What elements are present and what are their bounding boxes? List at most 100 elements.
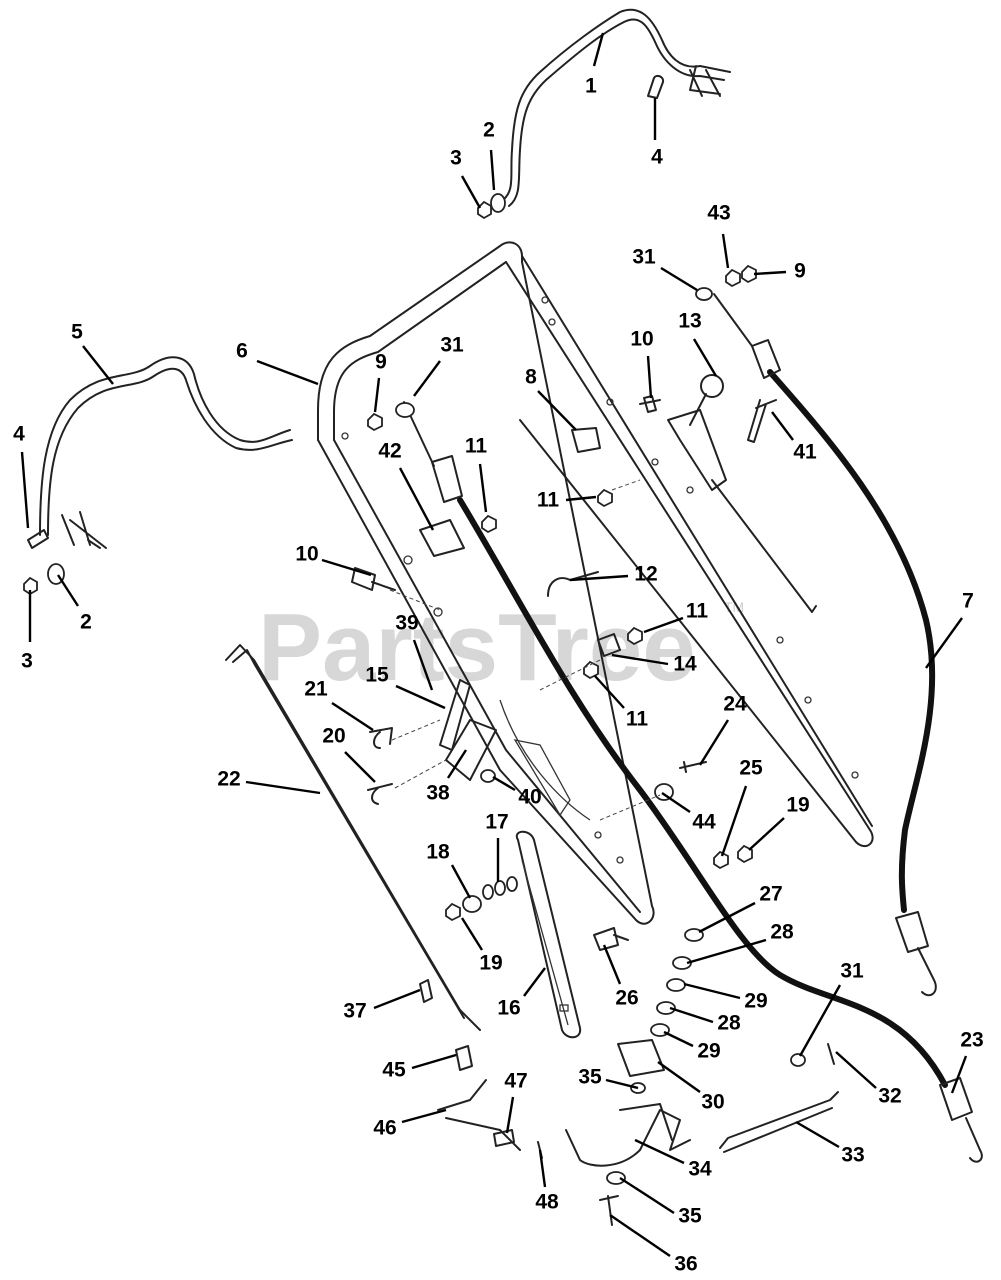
callout-leader-c24 — [698, 719, 730, 766]
callout-leader-c9a — [753, 270, 787, 276]
callout-leader-c12 — [569, 574, 629, 582]
callout-label-c33: 33 — [841, 1144, 864, 1167]
throttle-cable — [713, 293, 937, 997]
bracket-assembly — [367, 679, 707, 805]
callout-leader-c2a — [489, 149, 496, 191]
callout-label-c11a: 11 — [465, 435, 488, 458]
callout-label-c28a: 28 — [770, 921, 794, 944]
callout-leader-c40 — [492, 775, 516, 792]
washer-29a — [666, 978, 686, 992]
washer-17a — [482, 884, 494, 900]
callout-label-c29b: 29 — [697, 1040, 720, 1063]
callout-label-c9b: 9 — [375, 351, 387, 374]
callout-label-c39: 39 — [395, 612, 418, 635]
callout-leader-c39 — [412, 639, 434, 691]
misc-hardware — [367, 264, 777, 680]
callout-label-c6: 6 — [236, 340, 248, 363]
left-bail-wire — [27, 356, 293, 549]
washer-35b — [606, 1171, 626, 1185]
callout-label-c15: 15 — [365, 664, 389, 687]
spacer — [462, 895, 482, 913]
callout-label-c43: 43 — [707, 202, 730, 225]
callout-label-c18: 18 — [426, 841, 450, 864]
left-nut — [23, 576, 38, 596]
callout-label-c10a: 10 — [630, 328, 653, 351]
callout-label-c35a: 35 — [578, 1066, 602, 1089]
callout-label-c3b: 3 — [21, 650, 33, 673]
callout-leader-c1 — [592, 32, 605, 67]
callout-label-c19b: 19 — [479, 952, 502, 975]
callout-leader-c26 — [602, 944, 622, 985]
callout-label-c27: 27 — [759, 883, 782, 906]
bracket-34 — [565, 1109, 691, 1167]
callout-leader-c45 — [411, 1053, 457, 1070]
callout-leader-c11a — [478, 463, 488, 513]
callout-label-c5: 5 — [71, 321, 83, 344]
callout-leader-c6 — [256, 359, 319, 386]
callout-label-c21: 21 — [304, 678, 328, 701]
callout-leader-c31a — [660, 266, 698, 292]
pin-32 — [827, 1043, 835, 1065]
callout-label-c2b: 2 — [80, 611, 92, 634]
callout-leader-c38 — [446, 749, 468, 779]
callout-leader-c28a — [686, 938, 767, 965]
bolt-left — [351, 567, 396, 591]
bolt-26 — [593, 927, 629, 951]
callout-label-c46: 46 — [373, 1117, 396, 1140]
callout-leader-c2b — [56, 574, 80, 607]
top-nut — [477, 200, 492, 220]
callout-label-c16: 16 — [497, 997, 520, 1020]
callout-leader-c16 — [523, 967, 546, 997]
upper-bail-wire — [502, 8, 731, 207]
callout-leader-c4b — [20, 451, 30, 529]
nut-25 — [713, 850, 729, 870]
callout-leader-c18 — [450, 864, 472, 899]
bracket-34-b — [619, 1103, 673, 1141]
washer-31c — [790, 1053, 806, 1067]
callout-label-c14: 14 — [673, 653, 697, 676]
callout-leader-c37 — [373, 988, 421, 1010]
clip-37 — [419, 979, 433, 1003]
nut-19-left — [445, 902, 461, 922]
callout-leader-c46 — [401, 1108, 447, 1124]
callout-label-c38: 38 — [426, 782, 450, 805]
callout-leader-c14 — [611, 653, 669, 666]
callout-label-c32: 32 — [878, 1085, 901, 1108]
callout-leader-c9b — [373, 377, 381, 413]
callout-leader-c10b — [321, 558, 372, 577]
callout-label-c24: 24 — [723, 693, 747, 716]
callout-leader-c34 — [634, 1138, 685, 1165]
callout-leader-c20 — [344, 751, 376, 783]
control-rod-2 — [232, 649, 465, 1019]
callout-label-c22: 22 — [217, 768, 240, 791]
control-rod — [225, 644, 481, 1031]
callout-label-c9a: 9 — [794, 260, 806, 283]
callout-label-c1: 1 — [585, 75, 597, 98]
callout-leader-c21 — [331, 701, 374, 732]
callout-label-c7: 7 — [962, 590, 974, 613]
main-handle-frame — [317, 241, 874, 925]
adjuster-plate — [515, 830, 582, 1039]
callout-label-c44: 44 — [692, 811, 716, 834]
top-washer — [490, 193, 506, 213]
callout-leader-c29b — [663, 1030, 694, 1048]
callout-label-c28b: 28 — [717, 1012, 741, 1035]
callout-leader-c41 — [771, 411, 794, 441]
callout-leader-c10a — [646, 355, 653, 399]
callout-label-c26: 26 — [615, 987, 638, 1010]
callout-leader-c7 — [925, 617, 963, 669]
callout-label-c3a: 3 — [450, 147, 462, 170]
callout-label-c11b: 11 — [537, 489, 560, 512]
callout-label-c45: 45 — [382, 1059, 406, 1082]
callout-leader-c48 — [538, 1149, 547, 1188]
callout-leader-c33 — [795, 1120, 840, 1149]
callout-label-c37: 37 — [343, 1000, 366, 1023]
callout-leader-c19b — [460, 917, 484, 951]
callout-leader-c36 — [609, 1214, 671, 1257]
callout-label-c31a: 31 — [632, 246, 656, 269]
callout-leader-c27 — [698, 901, 756, 934]
callout-leader-c11b — [565, 495, 597, 502]
callout-leader-c23 — [950, 1055, 968, 1094]
